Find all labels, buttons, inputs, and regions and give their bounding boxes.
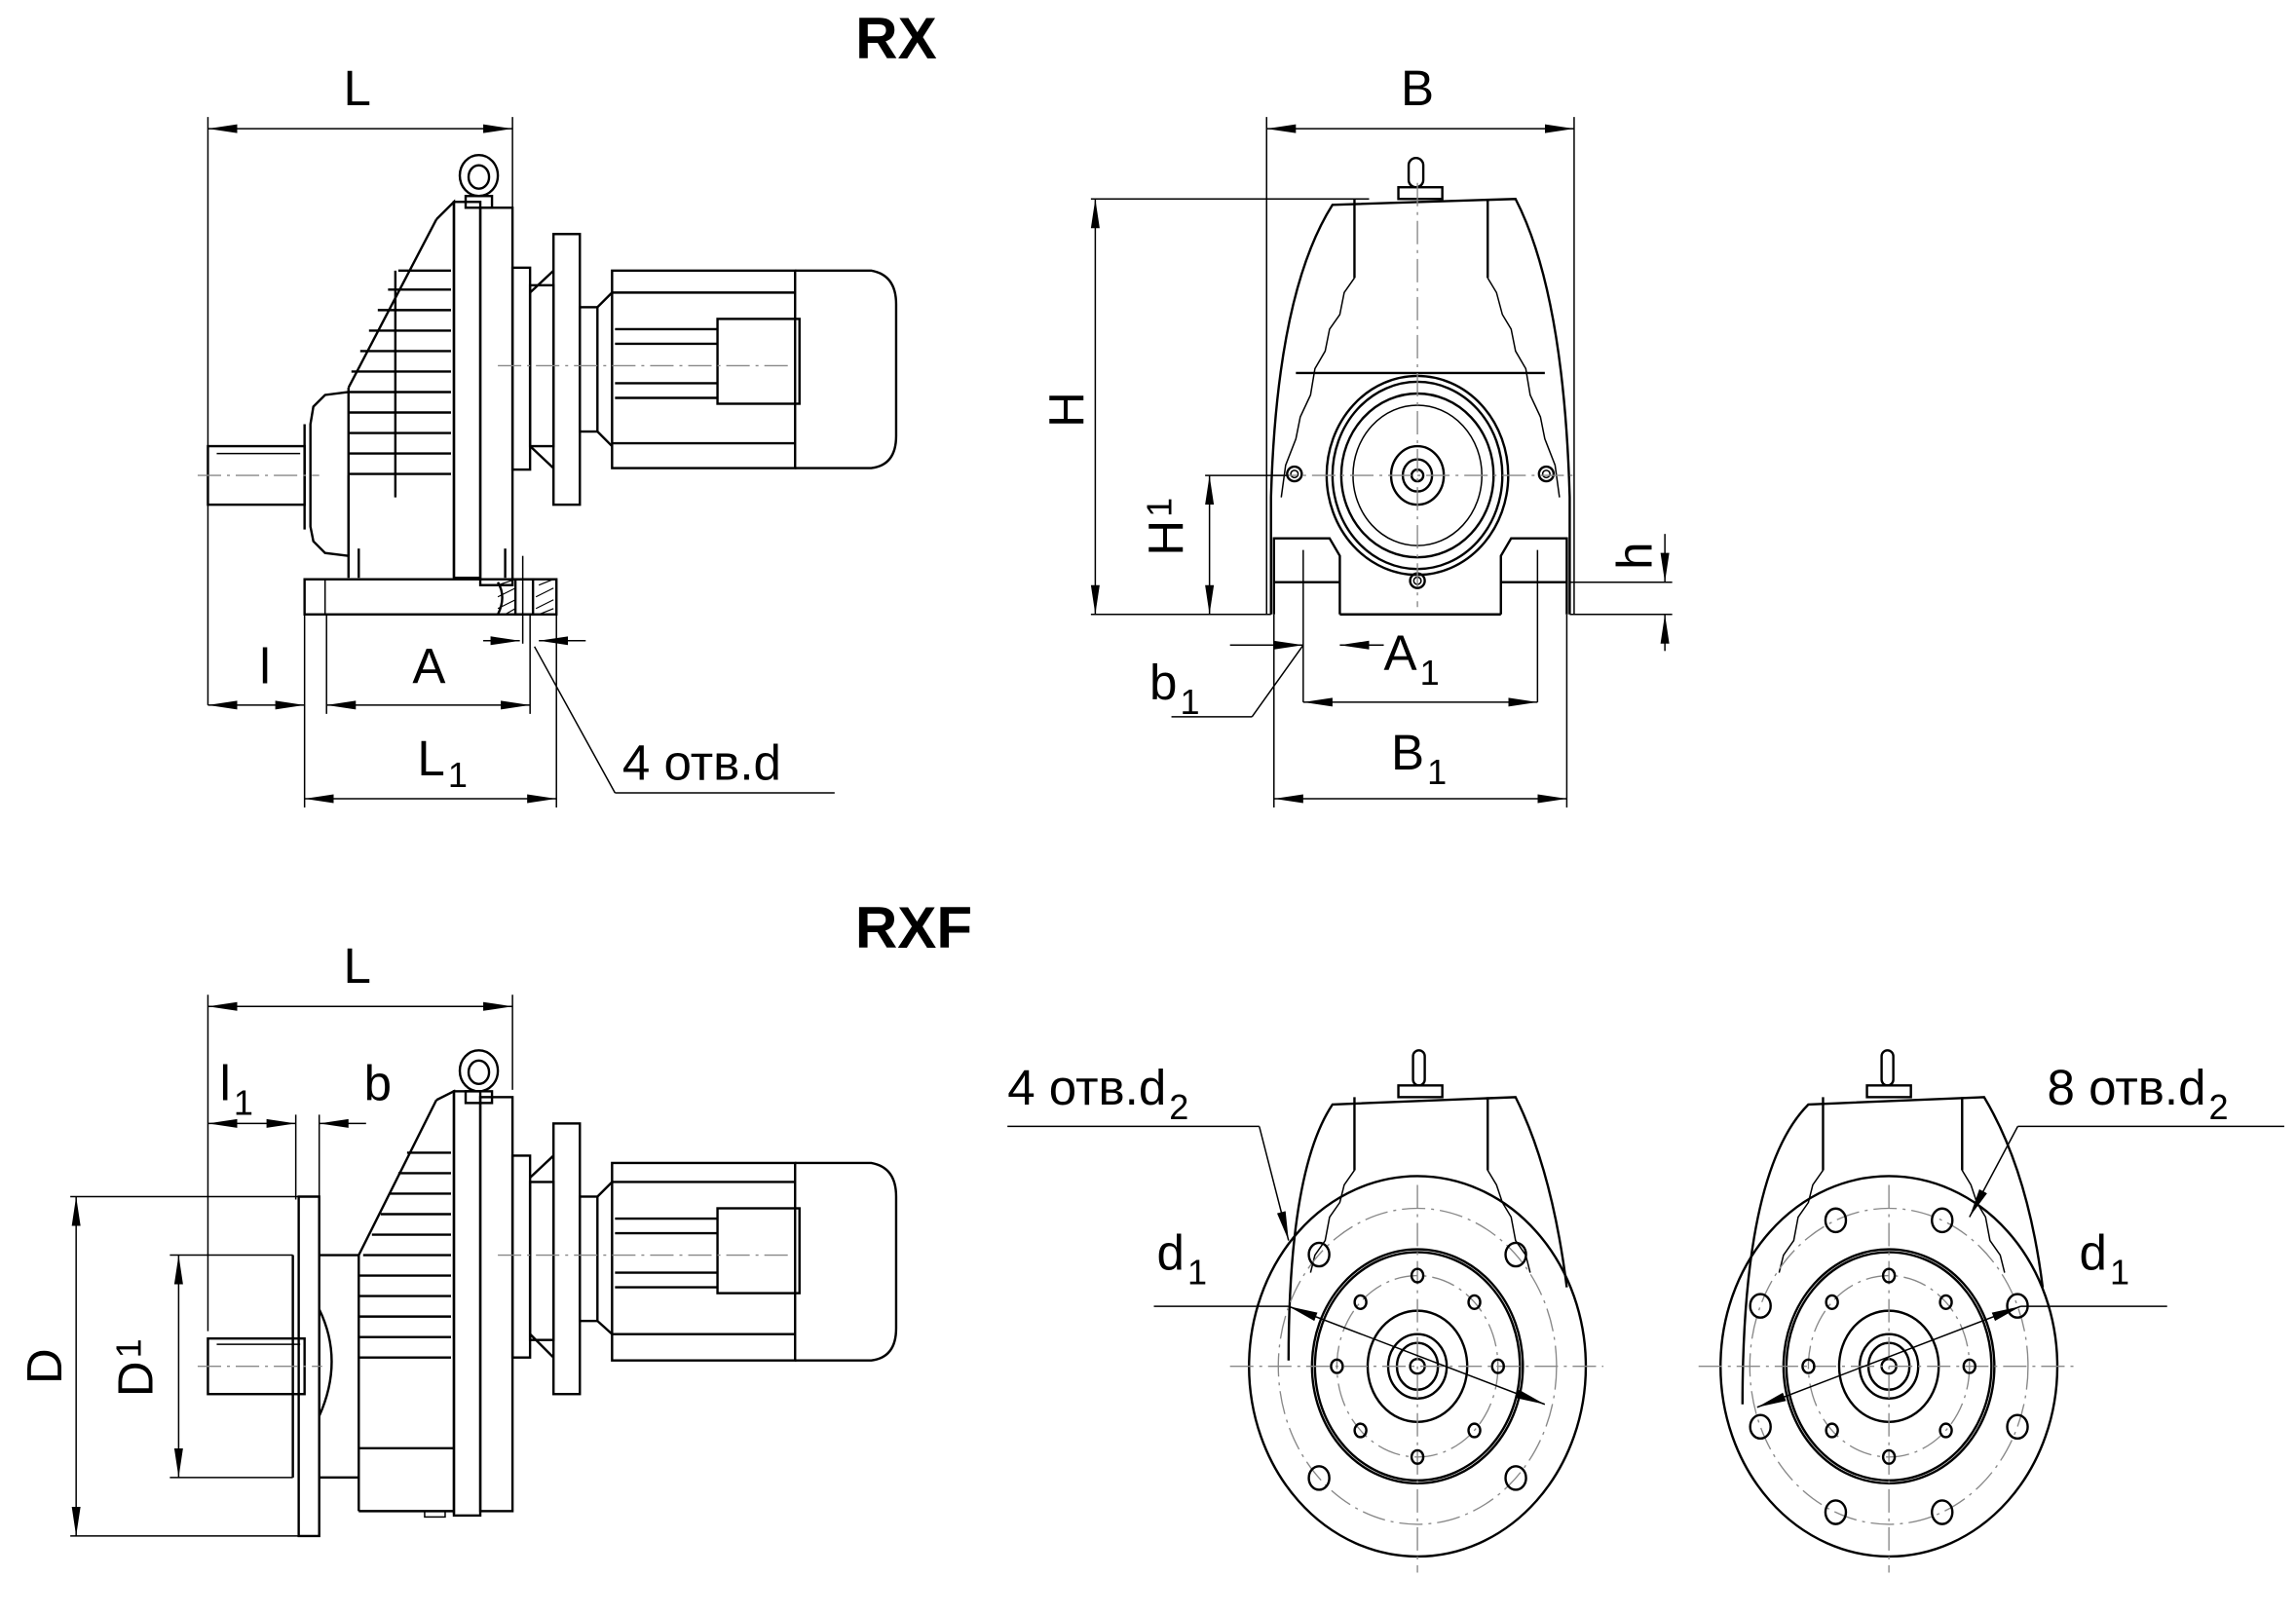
rxf-gearbox-housing <box>358 1089 514 1519</box>
rxf-label-D1-sub: 1 <box>108 1338 148 1358</box>
rx-label-A1-sub: 1 <box>1420 653 1440 693</box>
rx-base-plate <box>303 555 558 644</box>
mounting-hole <box>1749 1293 1772 1319</box>
rxf-label-d1-4-sub: 1 <box>1187 1253 1207 1293</box>
rxf-label-d1-8-main: d <box>2080 1225 2107 1281</box>
rxf-motor <box>498 1161 898 1362</box>
inner-bolt-hole <box>1353 1422 1368 1439</box>
rx-front-housing <box>1269 156 1571 702</box>
terminal-box <box>716 318 801 405</box>
rx-label-B1-sub: 1 <box>1427 752 1447 792</box>
rxf-label-L: L <box>344 938 371 994</box>
rxf-label-4-holes-sub: 2 <box>1169 1087 1188 1127</box>
inner-bolt-hole <box>1825 1422 1839 1439</box>
terminal-box <box>716 1207 801 1295</box>
rx-label-b1-main: b <box>1149 655 1177 710</box>
rx-label-H1: H1 <box>1139 498 1194 556</box>
inner-bolt-hole <box>1881 1267 1897 1284</box>
mounting-hole <box>2006 1413 2029 1441</box>
rx-label-L: L <box>344 60 371 116</box>
flange-mounting-holes <box>1307 1241 1527 1491</box>
rx-label-L1-main: L <box>417 731 444 786</box>
inner-bolt-hole <box>1410 1267 1425 1284</box>
rx-label-A: A <box>412 638 445 694</box>
flange-housing <box>1287 1049 1568 1361</box>
mounting-hole <box>1824 1207 1848 1234</box>
rx-label-B: B <box>1401 60 1434 116</box>
rxf-label-D1: D1 <box>107 1338 163 1397</box>
rx-label-l: l <box>259 638 270 694</box>
rx-title: RX <box>855 6 937 71</box>
rx-label-A1-main: A <box>1384 625 1417 681</box>
rx-label-holes: 4 отв.d <box>622 734 781 790</box>
rxf-label-l1-sub: 1 <box>234 1082 253 1122</box>
mounting-hole <box>1504 1241 1527 1268</box>
rx-label-B1-main: B <box>1391 725 1424 780</box>
inner-bolt-hole <box>1467 1422 1482 1439</box>
mounting-hole <box>1504 1465 1527 1491</box>
rxf-label-8-holes-sub: 2 <box>2209 1087 2229 1127</box>
rxf-label-b: b <box>364 1055 392 1110</box>
rxf-label-d1-4-main: d <box>1157 1225 1185 1281</box>
rx-label-L1-sub: 1 <box>448 755 468 795</box>
rxf-label-D: D <box>17 1348 72 1384</box>
rxf-label-4-holes-main: 4 отв.d <box>1007 1060 1166 1115</box>
rx-output-bearing <box>1273 182 1574 608</box>
rx-output-shaft <box>197 444 320 507</box>
inner-bolt-hole <box>1353 1294 1368 1310</box>
rx-label-H1-sub: 1 <box>1140 498 1180 517</box>
rx-side-view: L <box>197 60 898 808</box>
inner-bolt-hole <box>1410 1448 1425 1465</box>
rxf-dim-d1-line-4 <box>1288 1305 1546 1406</box>
lifting-eye-icon <box>458 1049 500 1105</box>
rxf-label-l1-main: l <box>219 1055 230 1110</box>
rx-label-H1-main: H <box>1139 520 1194 556</box>
mounting-hole <box>1749 1413 1772 1441</box>
rx-front-view: B H <box>1038 60 1673 808</box>
mounting-hole <box>1931 1499 1954 1525</box>
mounting-hole <box>1307 1465 1331 1491</box>
rx-label-h: h <box>1607 542 1663 569</box>
lifting-eye-icon <box>458 153 500 209</box>
rxf-label-d1-8-sub: 1 <box>2110 1253 2129 1293</box>
rxf-motor-adapter <box>510 1122 614 1396</box>
inner-bolt-hole <box>1938 1422 1953 1439</box>
rx-motor <box>498 269 898 469</box>
mounting-hole <box>1307 1241 1331 1268</box>
inner-bolt-hole <box>1881 1448 1897 1465</box>
rxf-dim-d1-line-8 <box>1756 1305 2021 1408</box>
rxf-label-8-holes-main: 8 отв.d <box>2047 1060 2205 1115</box>
mounting-hole <box>1931 1207 1954 1234</box>
rx-gearbox-housing <box>303 199 514 586</box>
mounting-hole <box>1824 1499 1848 1525</box>
rxf-label-D1-main: D <box>107 1361 163 1397</box>
rx-motor-adapter <box>510 233 614 507</box>
inner-bolt-hole <box>1825 1294 1839 1310</box>
rx-label-b1-sub: 1 <box>1180 682 1199 722</box>
rx-label-H: H <box>1038 392 1094 428</box>
rxf-title: RXF <box>855 895 972 960</box>
flange-housing <box>1741 1049 2045 1405</box>
rxf-output-shaft <box>197 1336 322 1396</box>
rxf-output-flange <box>291 1195 359 1538</box>
